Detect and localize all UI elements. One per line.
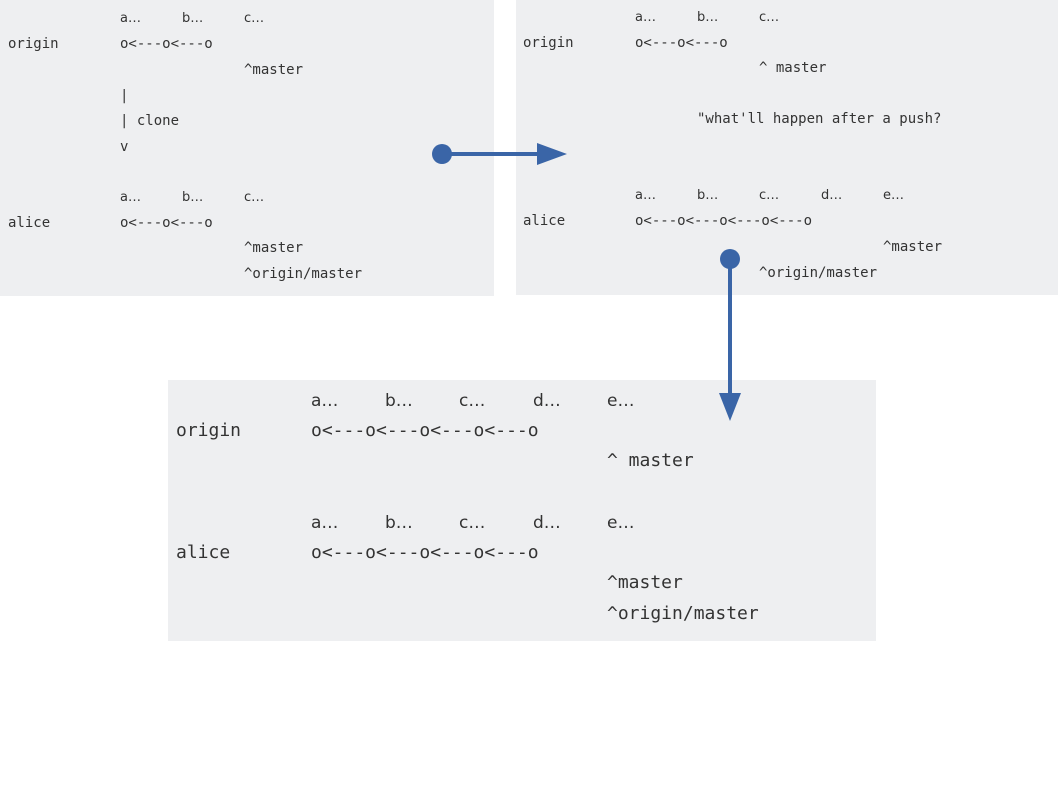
alice-chain: o<---o<---o bbox=[120, 215, 213, 231]
alice-origin-master-ref: ^origin/master bbox=[759, 265, 878, 281]
commit-label-b: b… bbox=[697, 10, 719, 25]
alice-commit-label-c: c… bbox=[759, 188, 780, 203]
origin-chain: o<---o<---o<---o<---o bbox=[311, 420, 539, 441]
alice-commit-label-a: a… bbox=[635, 188, 656, 203]
alice-commit-label-d: d… bbox=[821, 188, 843, 203]
origin-chain: o<---o<---o bbox=[635, 35, 728, 51]
commit-label-e: e… bbox=[607, 391, 635, 411]
origin-master-ref: ^master bbox=[244, 62, 304, 78]
alice-commit-label-e: e… bbox=[607, 513, 635, 533]
alice-origin-master-ref: ^origin/master bbox=[607, 603, 759, 624]
panel-before-push: a… b… c… origin o<---o<---o ^ master "wh… bbox=[516, 0, 1058, 295]
origin-label: origin bbox=[176, 420, 242, 441]
alice-master-ref: ^master bbox=[883, 239, 943, 255]
alice-label: alice bbox=[8, 215, 51, 231]
alice-commit-label-b: b… bbox=[182, 190, 204, 205]
panel-after-push: a… b… c… d… e… origin o<---o<---o<---o<-… bbox=[168, 380, 876, 641]
alice-commit-label-c: c… bbox=[244, 190, 265, 205]
alice-origin-master-ref: ^origin/master bbox=[244, 266, 363, 282]
alice-commit-label-d: d… bbox=[533, 513, 561, 533]
alice-label: alice bbox=[523, 213, 566, 229]
origin-master-ref: ^ master bbox=[607, 450, 694, 471]
alice-label: alice bbox=[176, 542, 231, 563]
clone-arrow-head: v bbox=[120, 139, 129, 155]
commit-label-b: b… bbox=[182, 11, 204, 26]
commit-label-a: a… bbox=[311, 391, 339, 411]
origin-chain: o<---o<---o bbox=[120, 36, 213, 52]
alice-commit-label-b: b… bbox=[385, 513, 413, 533]
question-text: "what'll happen after a push? bbox=[697, 111, 942, 127]
commit-label-c: c… bbox=[459, 391, 486, 411]
alice-master-ref: ^master bbox=[607, 572, 683, 593]
commit-label-c: c… bbox=[244, 11, 265, 26]
commit-label-c: c… bbox=[759, 10, 780, 25]
origin-master-ref: ^ master bbox=[759, 60, 827, 76]
commit-label-a: a… bbox=[120, 11, 141, 26]
alice-commit-label-a: a… bbox=[120, 190, 141, 205]
alice-commit-label-b: b… bbox=[697, 188, 719, 203]
origin-label: origin bbox=[523, 35, 574, 51]
arrow-right-connector bbox=[432, 143, 567, 165]
alice-chain: o<---o<---o<---o<---o bbox=[635, 213, 813, 229]
origin-label: origin bbox=[8, 36, 59, 52]
alice-chain: o<---o<---o<---o<---o bbox=[311, 542, 539, 563]
alice-commit-label-e: e… bbox=[883, 188, 904, 203]
clone-bar-1: | bbox=[120, 88, 129, 104]
panel-clone: a… b… c… origin o<---o<---o ^master | | … bbox=[0, 0, 494, 296]
alice-commit-label-a: a… bbox=[311, 513, 339, 533]
commit-label-d: d… bbox=[533, 391, 561, 411]
commit-label-b: b… bbox=[385, 391, 413, 411]
clone-label: | clone bbox=[120, 113, 180, 129]
alice-commit-label-c: c… bbox=[459, 513, 486, 533]
alice-master-ref: ^master bbox=[244, 240, 304, 256]
arrow-down-connector bbox=[719, 249, 741, 421]
commit-label-a: a… bbox=[635, 10, 656, 25]
